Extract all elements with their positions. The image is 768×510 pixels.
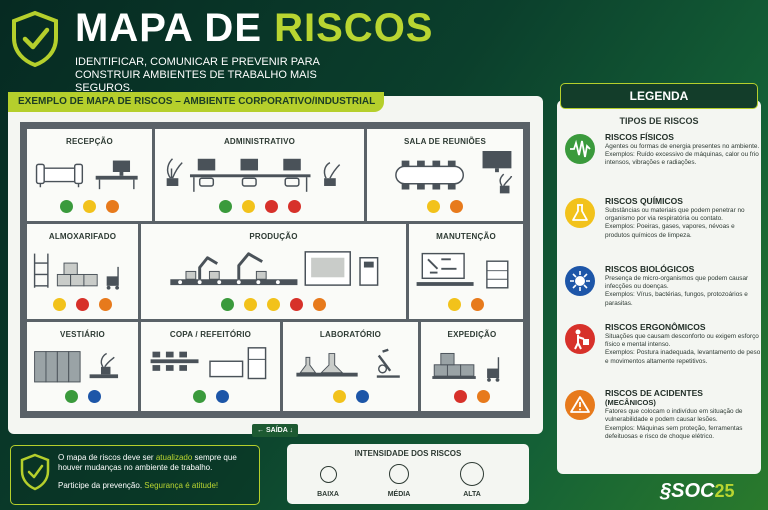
room-label: EXPEDIÇÃO <box>447 330 497 339</box>
cafeteria-illustration <box>150 347 267 380</box>
note-prevention: Participe da prevenção. Segurança é atit… <box>58 481 219 490</box>
risk-dot-red <box>287 200 301 213</box>
room-laboratorio: LABORATÓRIO <box>280 319 421 414</box>
intensity-high-circle <box>460 462 484 486</box>
meeting-table-illustration <box>395 151 513 194</box>
risk-dot-yellow <box>53 298 66 311</box>
flask-icon <box>565 198 595 228</box>
legend-desc: Presença de micro-organismos que podem c… <box>605 275 749 307</box>
intensity-title: INTENSIDADE DOS RISCOS <box>354 449 462 458</box>
soc-logo: §SOC25 <box>660 480 735 502</box>
warehouse-illustration <box>33 253 120 290</box>
floor-plan: RECEPÇÃO ADMINISTRATIVO <box>20 122 530 418</box>
legend-header: LEGENDA <box>560 83 758 109</box>
laboratory-illustration <box>296 348 400 378</box>
shield-check-icon <box>12 10 58 68</box>
risk-dot-blue <box>215 390 229 403</box>
room-administrativo: ADMINISTRATIVO <box>152 126 367 224</box>
risk-dot-orange <box>99 298 112 311</box>
intensity-medium-circle <box>389 464 409 484</box>
virus-icon <box>565 266 595 296</box>
room-label: COPA / REFEITÓRIO <box>169 330 252 339</box>
risk-dot-green <box>218 200 232 213</box>
risk-dot-orange <box>106 200 119 213</box>
room-producao: PRODUÇÃO <box>138 221 409 322</box>
page-title: MAPA DE RISCOS <box>75 6 434 50</box>
risk-dot-yellow <box>427 200 440 213</box>
risk-dot-red <box>290 298 303 311</box>
risk-dot-red <box>264 200 278 213</box>
warning-icon <box>565 390 595 420</box>
risk-dot-yellow <box>332 390 346 403</box>
legend-name: RISCOS FÍSICOS <box>605 132 674 142</box>
legend-name: RISCOS BIOLÓGICOS <box>605 264 695 274</box>
production-line-illustration <box>170 251 379 286</box>
maintenance-tools-illustration <box>416 252 509 289</box>
worker-lifting-icon <box>565 324 595 354</box>
room-recepcao: RECEPÇÃO <box>24 126 155 224</box>
map-banner: EXEMPLO DE MAPA DE RISCOS – AMBIENTE COR… <box>8 92 384 112</box>
risk-dot-green <box>221 298 234 311</box>
sound-wave-icon <box>565 134 595 164</box>
legend-name: RISCOS QUÍMICOS <box>605 196 683 206</box>
legend-desc: (MECÂNICOS)Fatores que colocam o indivíd… <box>605 398 743 440</box>
legend-desc: Substâncias ou materiais que podem penet… <box>605 207 745 239</box>
room-almoxarifado: ALMOXARIFADO <box>24 221 141 322</box>
legend-desc: Agentes ou formas de energia presentes n… <box>605 143 760 167</box>
intensity-high-label: ALTA <box>463 491 481 498</box>
risk-dot-yellow <box>241 200 255 213</box>
shipping-illustration <box>432 352 500 382</box>
room-label: ADMINISTRATIVO <box>223 137 296 146</box>
risk-dot-blue <box>87 390 101 403</box>
page-subtitle: IDENTIFICAR, COMUNICAR E PREVENIR PARA C… <box>75 56 320 94</box>
legend-desc: Situações que causam desconforto ou exig… <box>605 333 761 365</box>
room-label: ALMOXARIFADO <box>48 232 117 241</box>
risk-dot-yellow <box>448 298 461 311</box>
room-label: MANUTENÇÃO <box>436 232 496 241</box>
room-label: VESTIÁRIO <box>60 330 105 339</box>
note-update: O mapa de riscos deve ser atualizado sem… <box>58 453 237 472</box>
legend-name: RISCOS DE ACIDENTES <box>605 388 703 398</box>
reception-illustration <box>35 160 138 190</box>
intensity-box: INTENSIDADE DOS RISCOS BAIXA MÉDIA ALTA <box>287 444 529 504</box>
legend-subtitle: TIPOS DE RISCOS <box>619 116 699 126</box>
risk-dot-yellow <box>267 298 280 311</box>
risk-dot-red <box>454 390 467 403</box>
room-expedicao: EXPEDIÇÃO <box>418 319 526 414</box>
risk-dot-red <box>76 298 89 311</box>
room-label: SALA DE REUNIÕES <box>403 137 487 146</box>
room-copa-refeitorio: COPA / REFEITÓRIO <box>138 319 283 414</box>
office-desks-illustration <box>166 158 341 192</box>
risk-dot-orange <box>313 298 326 311</box>
shield-check-icon <box>20 453 50 491</box>
room-label: LABORATÓRIO <box>319 330 382 339</box>
room-manutencao: MANUTENÇÃO <box>406 221 526 322</box>
risk-dot-green <box>60 200 73 213</box>
legend-name: RISCOS ERGONÔMICOS <box>605 322 706 332</box>
room-label: RECEPÇÃO <box>66 137 113 146</box>
risk-dot-blue <box>355 390 369 403</box>
risk-dot-green <box>192 390 206 403</box>
risk-dot-yellow <box>83 200 96 213</box>
risk-dot-orange <box>450 200 463 213</box>
risk-dot-orange <box>477 390 490 403</box>
room-vestiario: VESTIÁRIO <box>24 319 141 414</box>
risk-dot-yellow <box>244 298 257 311</box>
lockers-illustration <box>34 351 119 383</box>
intensity-medium-label: MÉDIA <box>387 491 411 498</box>
room-label: PRODUÇÃO <box>249 232 298 241</box>
risk-dot-green <box>64 390 78 403</box>
exit-sign: ← SAÍDA ↓ <box>252 424 298 437</box>
update-note-box <box>10 445 260 505</box>
intensity-low-circle <box>320 466 337 483</box>
room-sala-de-reunioes: SALA DE REUNIÕES <box>364 126 526 224</box>
intensity-low-label: BAIXA <box>317 491 339 498</box>
risk-dot-orange <box>471 298 484 311</box>
